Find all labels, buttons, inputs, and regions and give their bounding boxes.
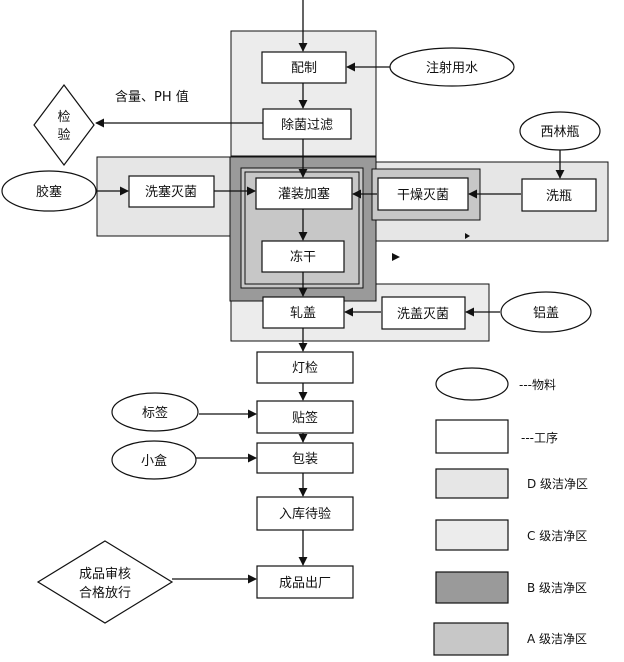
small-triangle-mark-2 xyxy=(392,253,400,261)
small-triangle-mark xyxy=(465,233,470,239)
process-release: 成品出厂 xyxy=(256,565,354,599)
material-vials: 西林瓶 xyxy=(519,111,601,151)
material-caps-label: 铝盖 xyxy=(533,306,559,321)
material-small-boxes: 小盒 xyxy=(111,440,197,480)
legend: ---物料 ---工序 D 级洁净区 C 级洁净区 B 级洁净区 A 级洁净区 xyxy=(433,367,588,656)
process-stopper-washing: 洗塞灭菌 xyxy=(128,175,215,208)
process-stopper-washing-label: 洗塞灭菌 xyxy=(145,184,197,200)
process-compounding: 配制 xyxy=(261,51,347,84)
material-stoppers: 胶塞 xyxy=(1,170,97,212)
process-capping-label: 轧盖 xyxy=(290,306,316,321)
process-warehousing: 入库待验 xyxy=(256,496,354,531)
test-items-annotation: 含量、PH 值 xyxy=(115,89,189,105)
process-cap-washing: 洗盖灭菌 xyxy=(381,296,466,330)
decision-approval-line2: 合格放行 xyxy=(79,585,131,601)
material-boxes-label: 小盒 xyxy=(141,453,167,469)
process-drying-sterilization-label: 干燥灭菌 xyxy=(397,188,449,203)
decision-approval: 成品审核 合格放行 xyxy=(36,540,174,624)
material-aluminum-caps: 铝盖 xyxy=(500,291,592,333)
process-freeze-drying-label: 冻干 xyxy=(290,249,316,265)
decision-inspection-line1: 检 xyxy=(57,110,70,125)
material-water-label: 注射用水 xyxy=(426,60,478,76)
process-compounding-label: 配制 xyxy=(291,61,317,76)
process-light-inspection-label: 灯检 xyxy=(292,361,318,376)
process-labeling: 贴签 xyxy=(256,400,354,434)
material-vials-label: 西林瓶 xyxy=(540,125,579,140)
process-labeling-label: 贴签 xyxy=(292,410,318,426)
decision-inspection: 检 验 xyxy=(33,84,95,166)
material-stoppers-label: 胶塞 xyxy=(36,184,62,200)
process-sterile-filtration: 除菌过滤 xyxy=(262,108,352,140)
legend-process: ---工序 xyxy=(435,419,558,454)
legend-process-label: ---工序 xyxy=(521,430,558,445)
legend-grade-d: D 级洁净区 xyxy=(435,468,588,499)
process-packaging: 包装 xyxy=(256,442,354,474)
decision-inspection-line2: 验 xyxy=(57,127,70,143)
legend-grade-b-label: B 级洁净区 xyxy=(527,581,587,595)
legend-grade-a-label: A 级洁净区 xyxy=(527,632,587,646)
process-freeze-drying: 冻干 xyxy=(261,240,345,273)
material-labels: 标签 xyxy=(111,392,199,432)
process-warehousing-label: 入库待验 xyxy=(279,506,331,522)
process-packaging-label: 包装 xyxy=(292,452,318,467)
process-cap-washing-label: 洗盖灭菌 xyxy=(397,307,449,322)
material-labels-label: 标签 xyxy=(142,405,168,421)
legend-grade-c-label: C 级洁净区 xyxy=(527,529,587,543)
process-filling-stoppering: 灌装加塞 xyxy=(255,177,353,210)
decision-approval-line1: 成品审核 xyxy=(79,567,131,582)
legend-grade-c: C 级洁净区 xyxy=(435,519,587,551)
process-light-inspection: 灯检 xyxy=(256,351,354,384)
process-drying-sterilization: 干燥灭菌 xyxy=(377,177,469,211)
legend-material: ---物料 xyxy=(435,367,556,401)
legend-grade-d-label: D 级洁净区 xyxy=(527,477,588,491)
material-water-for-injection: 注射用水 xyxy=(389,47,515,87)
process-vial-washing-label: 洗瓶 xyxy=(546,189,572,204)
process-release-label: 成品出厂 xyxy=(279,576,331,591)
legend-grade-b: B 级洁净区 xyxy=(435,571,587,604)
process-filling-stoppering-label: 灌装加塞 xyxy=(278,186,330,202)
legend-grade-a: A 级洁净区 xyxy=(433,622,587,656)
legend-material-label: ---物料 xyxy=(519,378,556,392)
process-capping: 轧盖 xyxy=(262,296,345,329)
process-vial-washing: 洗瓶 xyxy=(521,178,597,212)
process-sterile-filtration-label: 除菌过滤 xyxy=(281,118,333,133)
